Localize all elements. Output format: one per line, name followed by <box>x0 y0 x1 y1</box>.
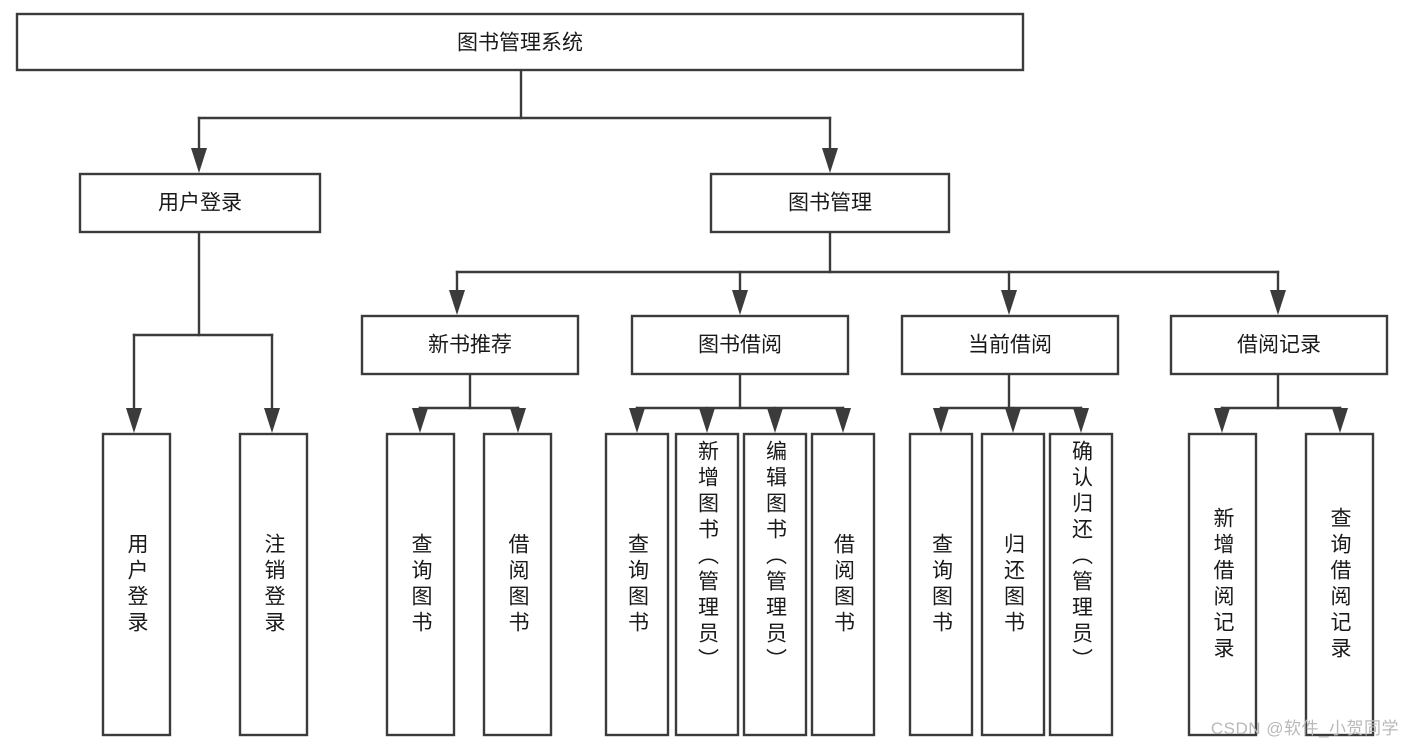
node-borrow-record-box[interactable] <box>1169 314 1389 376</box>
leaf-box-query-book-borrow[interactable] <box>604 432 670 737</box>
arrow-head-leaf-query-record <box>1332 408 1348 433</box>
node-book-management[interactable]: 图书管理 <box>709 172 951 234</box>
arrow-head-user-login <box>191 148 207 173</box>
arrow-head-new-book-rec <box>449 290 465 315</box>
leaf-box-borrow-book[interactable] <box>810 432 876 737</box>
leaf-box-query-book-cur[interactable] <box>908 432 974 737</box>
node-new-book-recommend[interactable]: 新书推荐 <box>360 314 580 376</box>
node-borrow-record-label: 借阅记录 <box>1237 334 1321 357</box>
node-new-book-recommend-label: 新书推荐 <box>428 334 512 357</box>
node-book-borrow-label: 图书借阅 <box>698 334 782 357</box>
node-user-login-box[interactable] <box>78 172 322 234</box>
node-current-borrow-box[interactable] <box>900 314 1120 376</box>
arrow-head-leaf-add-book <box>699 408 715 433</box>
node-book-borrow[interactable]: 图书借阅 <box>630 314 850 376</box>
arrow-head-leaf-query-book-3 <box>933 408 949 433</box>
arrow-head-book-borrow <box>732 290 748 315</box>
node-book-management-label: 图书管理 <box>788 192 872 215</box>
arrow-head-leaf-user-login <box>126 408 142 433</box>
connectors-layer <box>126 68 1348 433</box>
node-user-login-label: 用户登录 <box>158 192 242 215</box>
arrow-head-borrow-record <box>1270 290 1286 315</box>
node-borrow-record[interactable]: 借阅记录 <box>1169 314 1389 376</box>
node-book-borrow-box[interactable] <box>630 314 850 376</box>
arrow-head-current-borrow <box>1001 290 1017 315</box>
arrow-head-leaf-borrow-book-1 <box>510 408 526 433</box>
leaf-box-query-book-rec[interactable] <box>385 432 456 737</box>
node-root-box[interactable] <box>15 12 1025 72</box>
node-current-borrow-label: 当前借阅 <box>968 334 1052 357</box>
watermark-text: CSDN @软件_小贺同学 <box>1210 719 1399 738</box>
leaf-box-edit-book[interactable] <box>742 432 808 737</box>
node-book-management-box[interactable] <box>709 172 951 234</box>
arrow-head-leaf-confirm-return <box>1073 408 1089 433</box>
arrow-head-leaf-add-record <box>1214 408 1230 433</box>
leaf-box-add-record[interactable] <box>1187 432 1258 737</box>
node-user-login[interactable]: 用户登录 <box>78 172 322 234</box>
arrow-head-leaf-borrow-book-2 <box>835 408 851 433</box>
arrow-head-leaf-logout <box>264 408 280 433</box>
arrow-head-book-mgmt <box>822 148 838 173</box>
leaf-box-logout[interactable] <box>238 432 309 737</box>
arrow-head-leaf-return-book <box>1005 408 1021 433</box>
arrow-head-leaf-edit-book <box>767 408 783 433</box>
node-root-label: 图书管理系统 <box>457 32 583 55</box>
leaf-box-return-book[interactable] <box>980 432 1046 737</box>
arrow-head-leaf-query-book-1 <box>412 408 428 433</box>
arrow-head-leaf-query-book-2 <box>629 408 645 433</box>
leaf-box-user-login[interactable] <box>101 432 172 737</box>
leaf-box-confirm-return[interactable] <box>1048 432 1114 737</box>
leaf-boxes-layer <box>101 432 1375 737</box>
node-new-book-recommend-box[interactable] <box>360 314 580 376</box>
leaf-box-query-record[interactable] <box>1304 432 1375 737</box>
leaf-box-borrow-book-rec[interactable] <box>482 432 553 737</box>
node-root[interactable]: 图书管理系统 <box>15 12 1025 72</box>
leaf-box-add-book[interactable] <box>674 432 740 737</box>
node-current-borrow[interactable]: 当前借阅 <box>900 314 1120 376</box>
